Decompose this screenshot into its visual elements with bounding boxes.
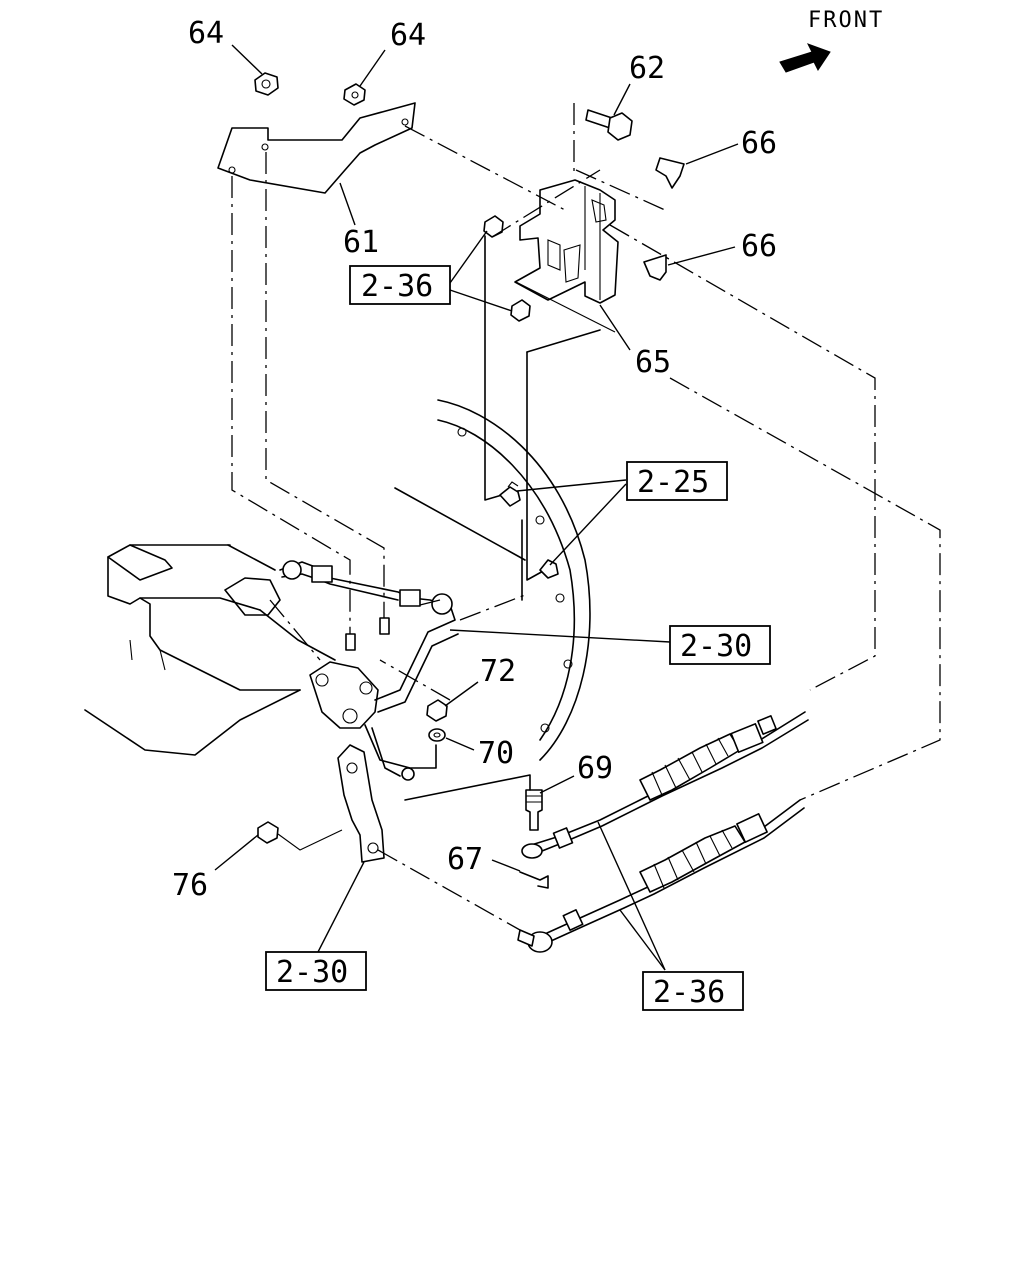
cable-lower — [517, 799, 805, 953]
ref-box-2-30-right: 2-30 — [669, 625, 771, 665]
callout-62: 62 — [629, 51, 665, 86]
shift-lever — [309, 604, 459, 781]
callout-72: 72 — [480, 654, 516, 689]
callout-66-upper: 66 — [741, 126, 777, 161]
washer-70 — [428, 728, 446, 742]
ref-box-2-30-left: 2-30 — [265, 951, 367, 991]
lower-bracket — [337, 744, 385, 863]
bracket-61 — [217, 102, 416, 194]
pin-69 — [404, 774, 543, 831]
clip-67 — [519, 871, 549, 889]
cable-upper — [521, 711, 809, 859]
ref-2-25: 2-25 — [637, 465, 709, 500]
tank-outline — [84, 487, 526, 756]
clip-66-lower — [643, 254, 667, 281]
nut-upper — [483, 215, 504, 238]
nut-64-right — [343, 83, 366, 106]
callout-76: 76 — [172, 868, 208, 903]
front-label: FRONT — [808, 8, 884, 33]
ref-2-36-lower: 2-36 — [653, 975, 725, 1010]
front-arrow-icon — [779, 43, 831, 73]
ref-box-2-36-upper: 2-36 — [349, 265, 451, 305]
nut-lower — [510, 299, 531, 322]
small-bolts — [345, 617, 390, 651]
callout-69: 69 — [577, 751, 613, 786]
nut-76 — [257, 821, 343, 851]
link-rod — [279, 560, 453, 615]
callout-64-left: 64 — [188, 16, 224, 51]
callout-66-lower: 66 — [741, 229, 777, 264]
phantom-lines — [231, 103, 941, 931]
support-bracket — [484, 235, 601, 601]
ref-2-30-right: 2-30 — [680, 629, 752, 664]
ref-2-30-left: 2-30 — [276, 955, 348, 990]
leader-lines — [214, 44, 739, 971]
bolt-2-25-upper — [499, 481, 521, 507]
ref-box-2-36-lower: 2-36 — [642, 971, 744, 1011]
nut-72 — [426, 699, 448, 722]
wheel-arc — [437, 399, 591, 761]
ref-box-2-25: 2-25 — [626, 461, 728, 501]
nut-64-left — [254, 72, 279, 96]
bracket-65 — [514, 179, 619, 333]
callout-64-right: 64 — [390, 18, 426, 53]
callout-61: 61 — [343, 225, 379, 260]
callout-65: 65 — [635, 345, 671, 380]
callout-70: 70 — [478, 736, 514, 771]
callout-67: 67 — [447, 842, 483, 877]
bolt-2-25-lower — [539, 559, 559, 579]
bolt-62 — [585, 109, 633, 141]
ref-2-36-upper: 2-36 — [361, 269, 433, 304]
clip-66-upper — [655, 157, 685, 189]
